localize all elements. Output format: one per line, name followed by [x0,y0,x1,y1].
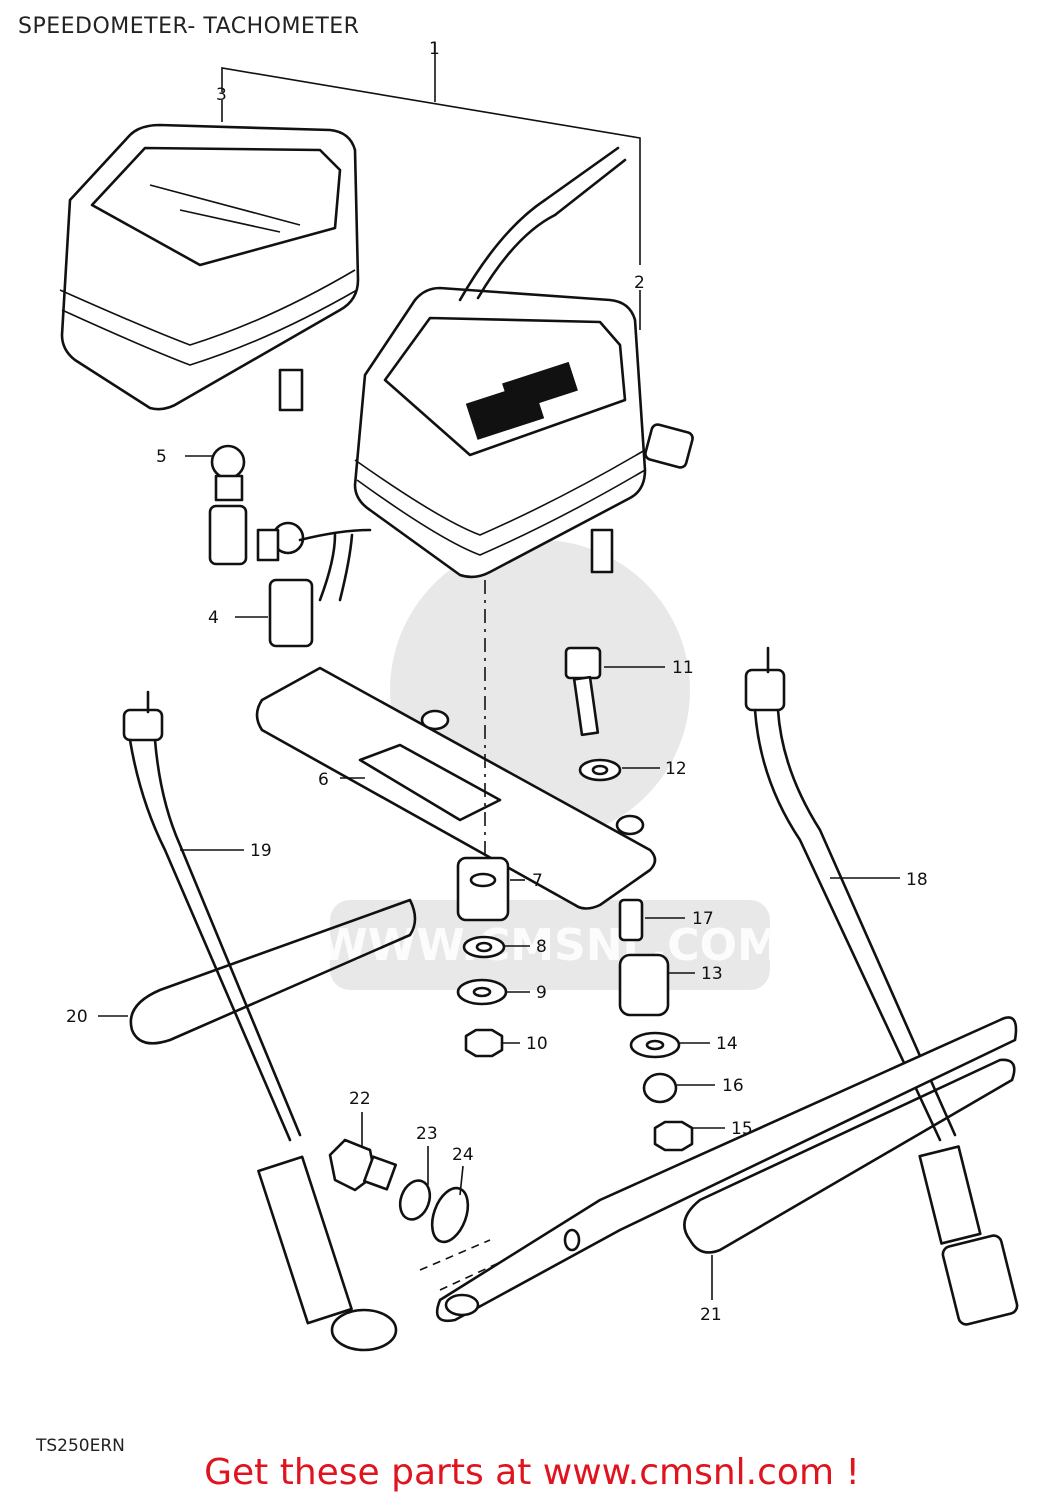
callout-2: 2 [634,273,645,293]
bolt-and-washers [328,1138,470,1244]
assembly-bracket-lines [221,42,641,330]
callout-7: 7 [532,871,543,891]
callout-21: 21 [700,1305,722,1325]
callout-10: 10 [526,1034,548,1054]
callout-4: 4 [208,608,219,628]
mounting-plate [255,666,657,910]
callout-13: 13 [701,964,723,984]
page-title: SPEEDOMETER- TACHOMETER [18,14,360,39]
callout-11: 11 [672,658,694,678]
callout-23: 23 [416,1124,438,1144]
meter-stay-bracket [435,1016,1018,1323]
promo-link-text[interactable]: Get these parts at www.cmsnl.com ! [204,1452,860,1493]
tachometer [59,123,360,412]
tachometer-cable [122,690,398,1352]
callout-15: 15 [731,1119,753,1139]
callout-17: 17 [692,909,714,929]
callout-20: 20 [66,1007,88,1027]
callout-24: 24 [452,1145,474,1165]
watermark-text: WWW.CMSNL.COM [319,920,781,971]
bulbs-and-sockets [208,444,372,648]
callout-1: 1 [429,39,440,59]
callout-9: 9 [536,983,547,1003]
callout-6: 6 [318,770,329,790]
callout-16: 16 [722,1076,744,1096]
callout-5: 5 [156,447,167,467]
model-code: TS250ERN [36,1436,125,1456]
callout-8: 8 [536,937,547,957]
callout-14: 14 [716,1034,738,1054]
callout-22: 22 [349,1089,371,1109]
callout-3: 3 [216,85,227,105]
leader-lines [98,455,900,1300]
callout-19: 19 [250,841,272,861]
cable-clamp-20 [129,898,417,1045]
callout-12: 12 [665,759,687,779]
callout-18: 18 [906,870,928,890]
speedometer [353,146,694,579]
hardware-parts [456,646,694,1152]
speedometer-cable [744,646,1019,1326]
